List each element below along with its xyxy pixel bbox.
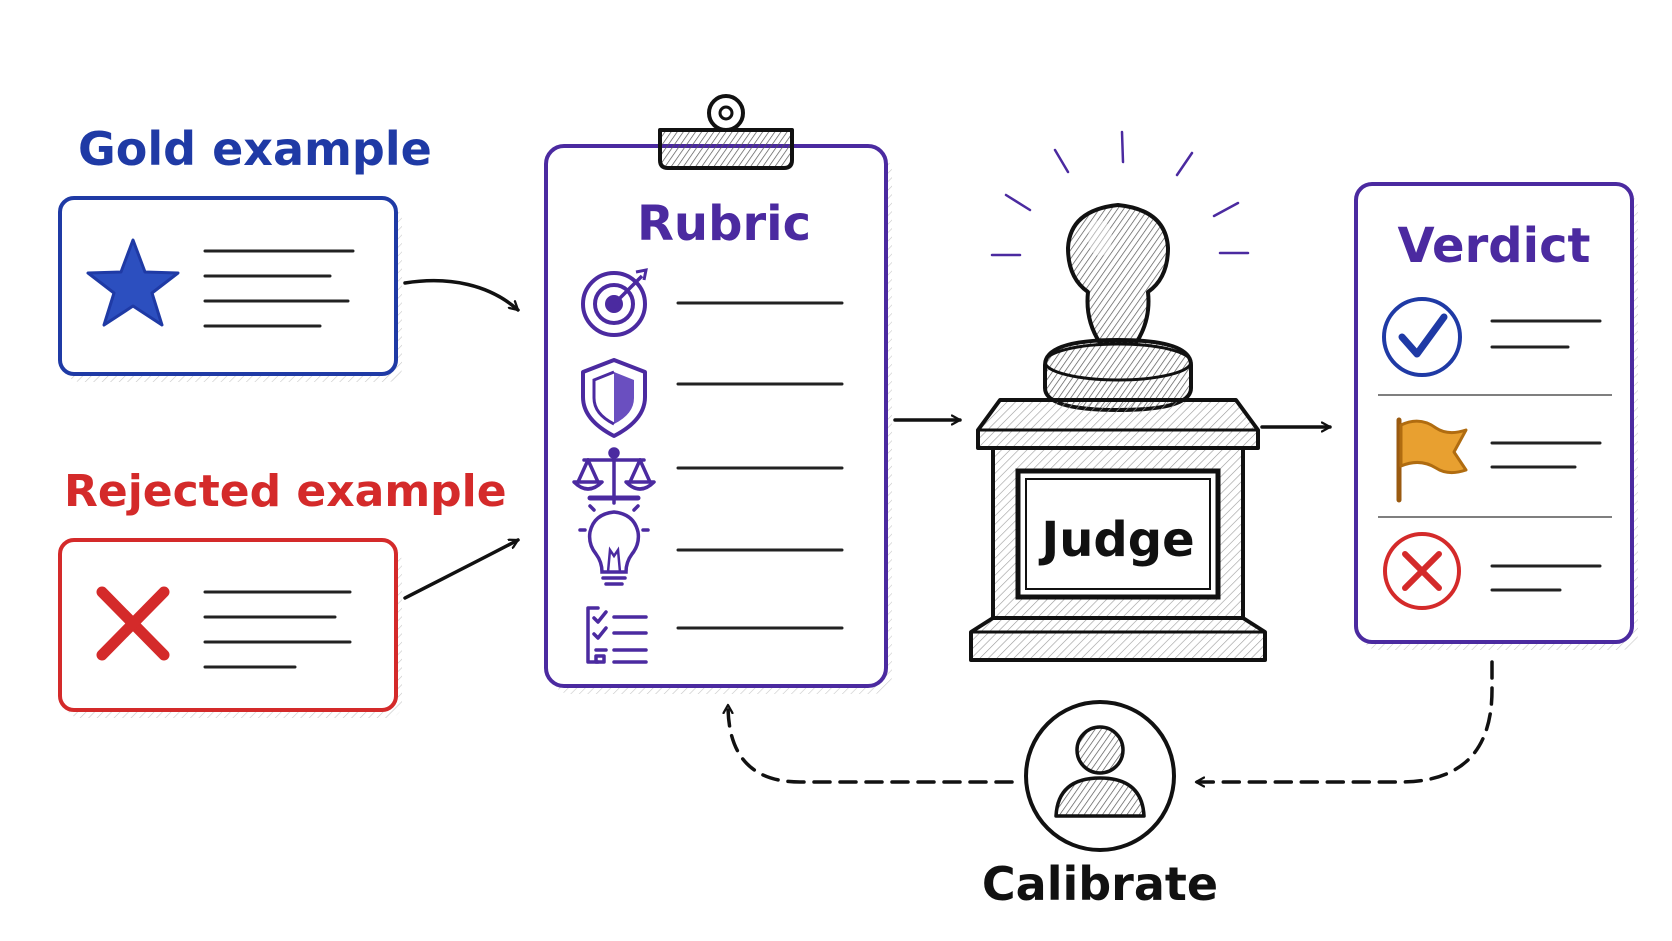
stamp-rays <box>990 130 1250 257</box>
target-icon <box>581 268 648 337</box>
verdict-card-group: Verdict <box>1354 182 1638 650</box>
rejected-example-label: Rejected example <box>64 466 507 517</box>
rejected-example-group: Rejected example <box>58 466 507 718</box>
rejected-example-card <box>58 538 398 712</box>
verdict-title: Verdict <box>1398 218 1591 274</box>
stamp-handle-highlight <box>1088 220 1112 256</box>
check-circle-icon <box>1382 297 1462 377</box>
lightbulb-icon <box>578 496 650 586</box>
red-x-icon <box>96 586 170 661</box>
arrow-rejected-to-rubric <box>403 538 520 600</box>
stamp-handle <box>1066 203 1170 345</box>
stamp-top-slab <box>976 398 1260 450</box>
rubric-clipboard: Rubric <box>544 94 892 694</box>
judge-label-plate <box>1015 468 1221 600</box>
rejected-example-text-lines <box>203 590 352 669</box>
judge-label: Judge <box>1038 512 1194 568</box>
gold-example-text-lines <box>203 249 355 328</box>
star-icon <box>86 238 180 327</box>
gold-example-label: Gold example <box>78 122 432 176</box>
judge-stamp: Judge <box>969 130 1267 662</box>
x-circle-icon <box>1383 532 1461 610</box>
person-icon <box>1054 725 1146 818</box>
gold-example-group: Gold example <box>58 122 432 382</box>
reviewer-circle <box>1024 700 1176 852</box>
scales-icon <box>572 447 656 501</box>
flag-icon <box>1396 417 1468 503</box>
gold-example-card <box>58 196 398 376</box>
calibrate-reviewer: Calibrate <box>982 700 1218 911</box>
shield-icon <box>581 358 647 438</box>
checklist-icon <box>586 606 648 664</box>
calibrate-label: Calibrate <box>982 857 1218 911</box>
arrow-calibrate-to-rubric <box>728 703 1014 784</box>
clipboard-clip <box>658 94 794 170</box>
stamp-base <box>969 616 1267 662</box>
arrow-gold-to-rubric <box>403 279 520 312</box>
arrow-verdict-to-calibrate <box>1194 660 1494 782</box>
rubric-title: Rubric <box>637 196 811 252</box>
